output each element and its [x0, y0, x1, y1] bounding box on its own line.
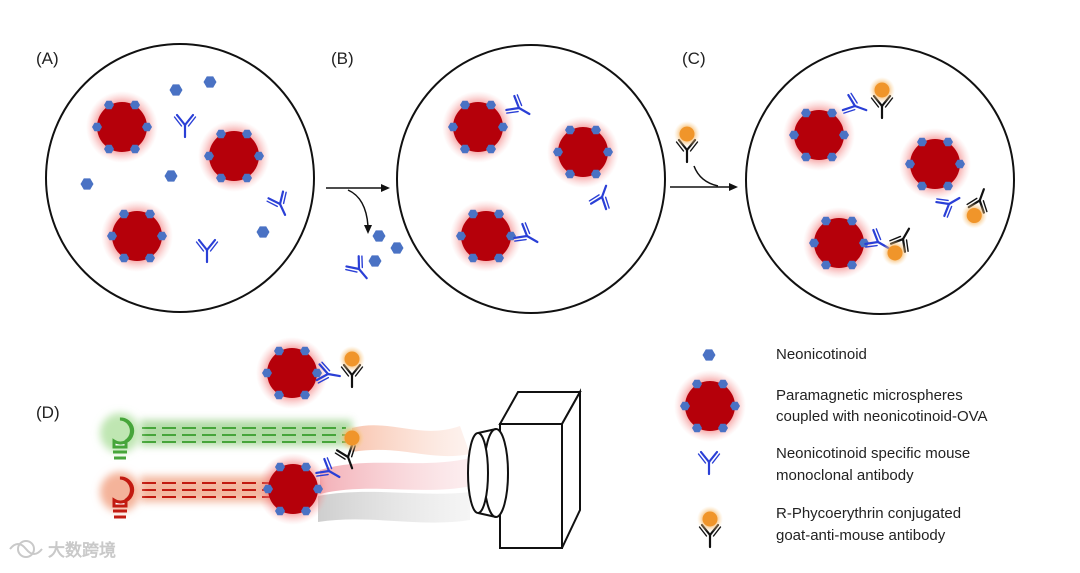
legend-microsphere-label-line2: coupled with neonicotinoid-OVA — [776, 408, 988, 425]
microsphere-icon — [450, 200, 522, 272]
neonicotinoid-icon — [368, 255, 382, 267]
microsphere-icon — [256, 337, 328, 409]
panel-d-complex — [256, 337, 365, 409]
neonicotinoid-icon — [702, 349, 716, 361]
legend-microsphere-label-line1: Paramagnetic microspheres — [776, 387, 963, 404]
microsphere-icon — [198, 120, 270, 192]
microsphere-icon — [674, 370, 746, 442]
green-laser — [140, 420, 352, 446]
panel-label-c: (C) — [682, 49, 706, 68]
legend-mouse-antibody-label-line1: Neonicotinoid specific mouse — [776, 445, 970, 462]
pe-antibody-icon — [697, 506, 723, 547]
microsphere-icon — [101, 200, 173, 272]
legend: Neonicotinoid Paramagnetic microspheres … — [674, 346, 988, 547]
red-laser-bulb-icon — [100, 472, 140, 519]
panel-label-a: (A) — [36, 49, 59, 68]
panel-b-well — [396, 44, 666, 314]
panel-label-d: (D) — [36, 403, 60, 422]
add-secondary-arrow-bc — [670, 165, 731, 188]
phycoerythrin-icon — [339, 425, 365, 451]
watermark-text: 大数跨境 — [48, 540, 116, 561]
neonicotinoid-icon — [390, 242, 404, 254]
mouse-antibody-icon — [697, 450, 721, 476]
microsphere-icon — [442, 91, 514, 163]
legend-mouse-antibody-label-line2: monoclonal antibody — [776, 467, 914, 484]
microsphere-icon — [257, 453, 329, 525]
watermark-logo-icon — [9, 540, 43, 558]
removed-reagents — [343, 230, 404, 287]
pe-antibody-icon — [674, 121, 700, 162]
detector-icon — [467, 388, 582, 549]
legend-neonicotinoid-label: Neonicotinoid — [776, 346, 867, 363]
panel-label-b: (B) — [331, 49, 354, 68]
wash-arrow-ab — [326, 187, 384, 227]
legend-pe-antibody-label-line1: R-Phycoerythrin conjugated — [776, 505, 961, 522]
emission-beams — [318, 425, 472, 523]
microsphere-icon — [547, 116, 619, 188]
neonicotinoid-icon — [372, 230, 386, 242]
microsphere-icon — [86, 91, 158, 163]
watermark: 大数跨境 — [9, 540, 116, 561]
microsphere-icon — [899, 128, 971, 200]
pe-antibody-icon — [339, 346, 365, 387]
legend-pe-antibody-label-line2: goat-anti-mouse antibody — [776, 527, 946, 544]
red-laser — [140, 476, 280, 502]
panel-c-well — [745, 45, 1015, 315]
green-laser-bulb-icon — [100, 413, 140, 460]
panel-a-well — [45, 43, 315, 313]
microsphere-icon — [803, 207, 875, 279]
